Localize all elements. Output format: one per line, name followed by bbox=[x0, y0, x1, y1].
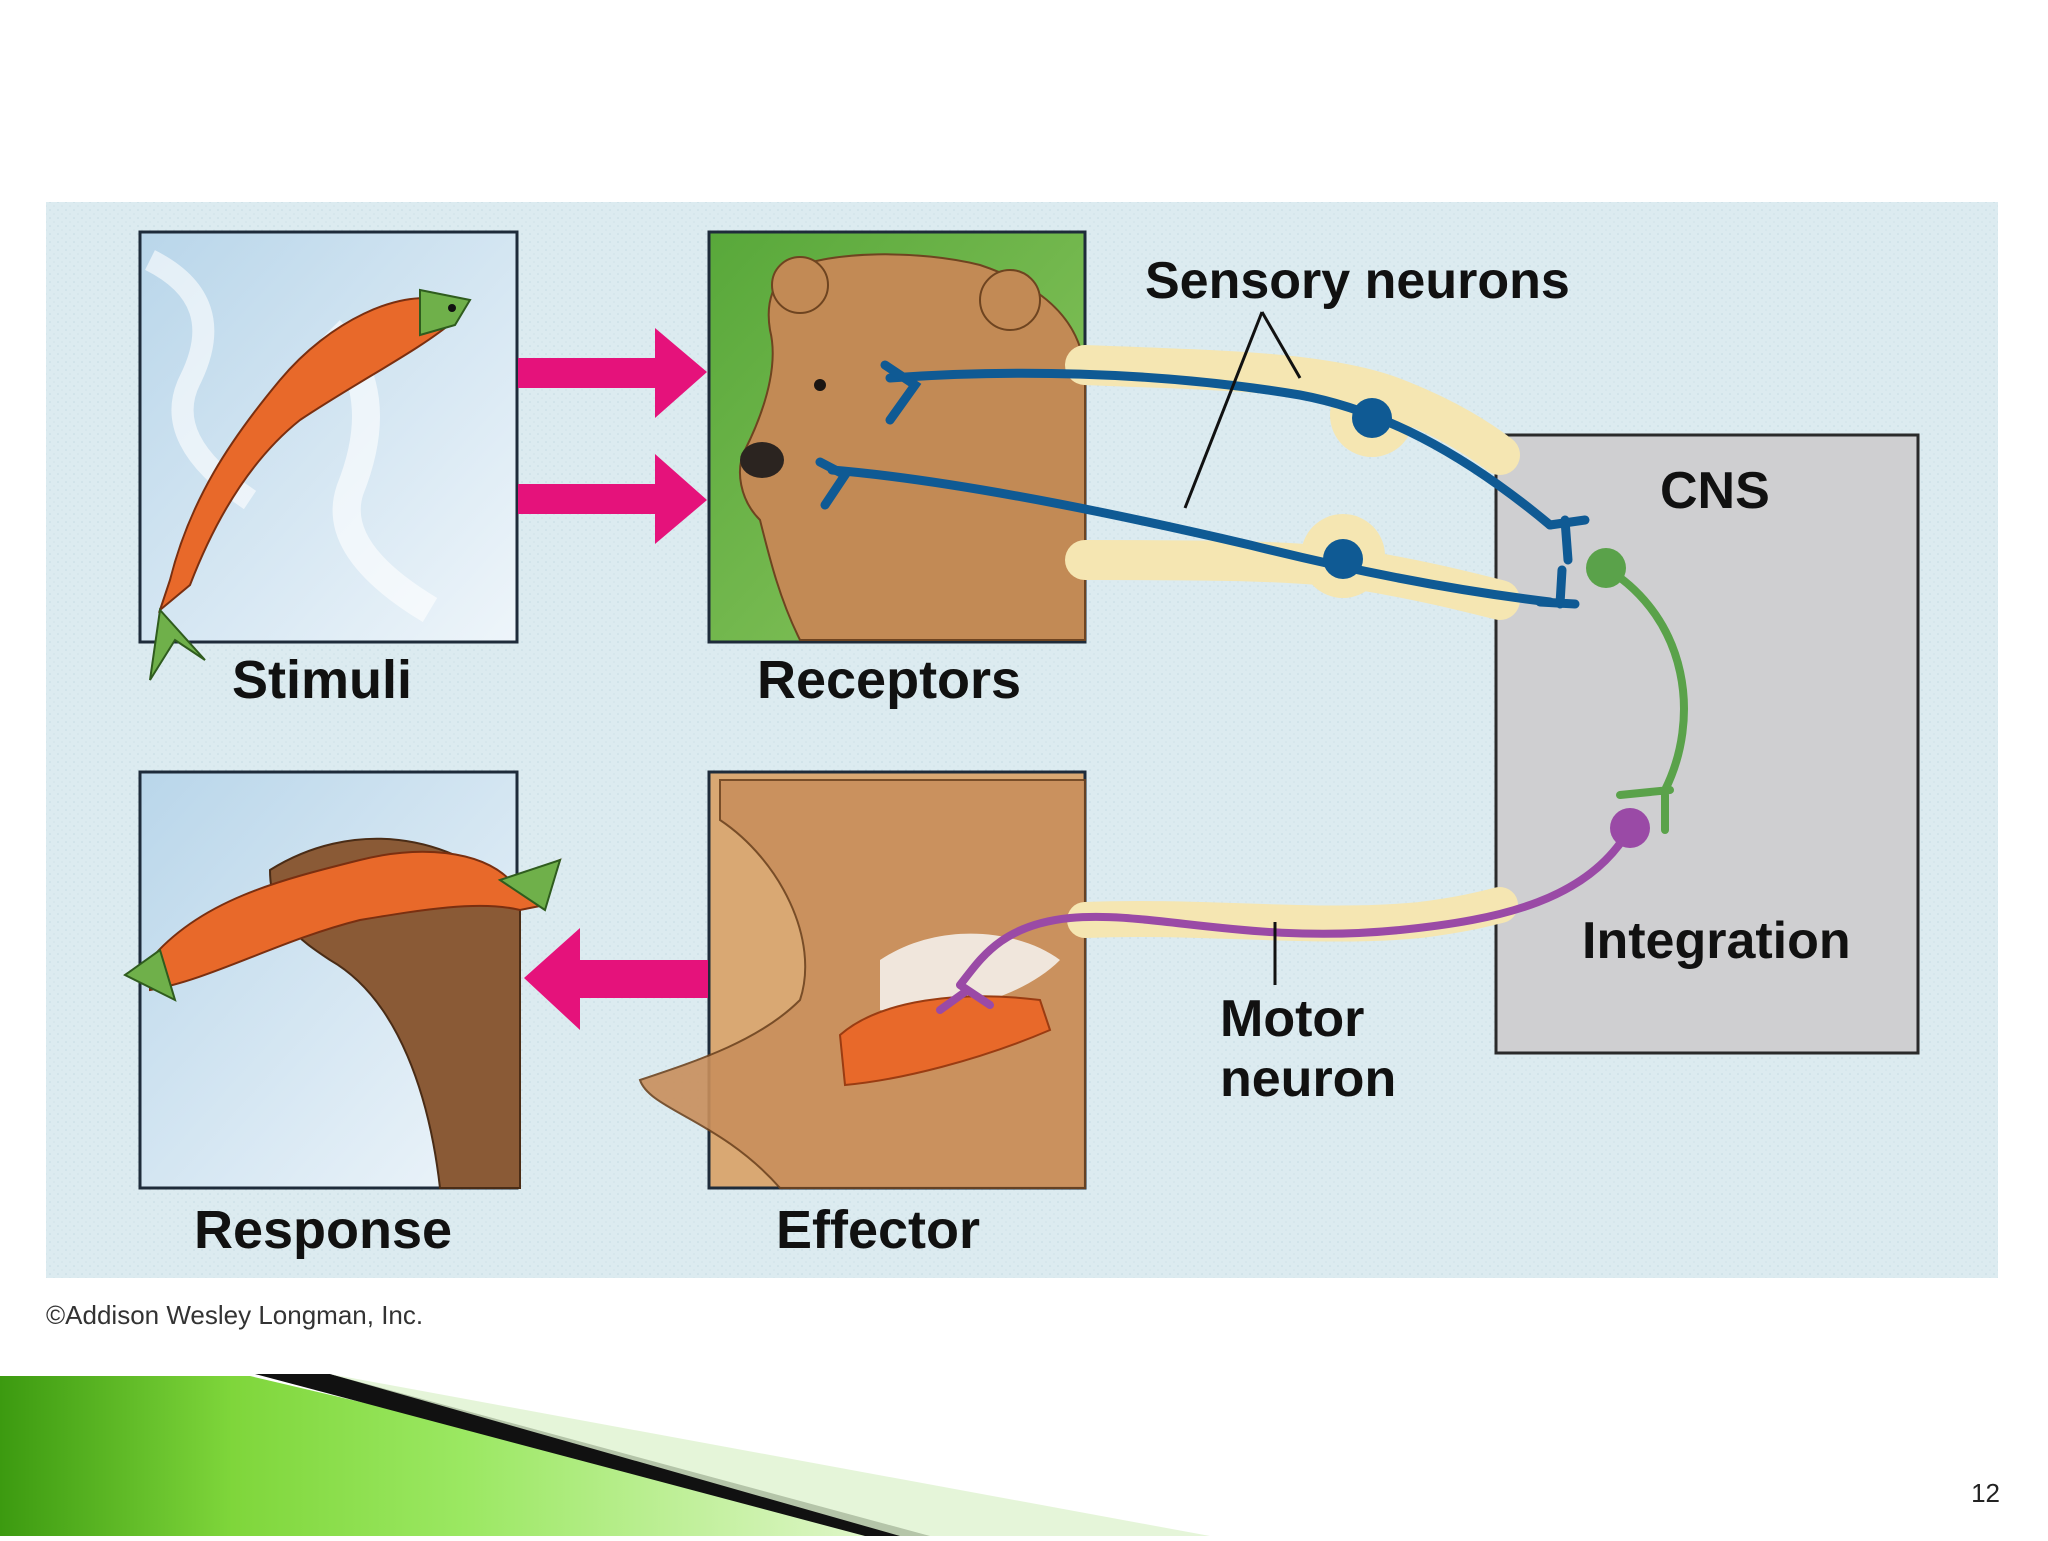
sensory-cell-body-2 bbox=[1323, 539, 1363, 579]
label-motor-neuron-line2: neuron bbox=[1220, 1050, 1396, 1108]
stimulus-arrow-1 bbox=[518, 328, 707, 418]
salmon-leaping-icon bbox=[149, 288, 472, 681]
label-response: Response bbox=[194, 1200, 452, 1260]
label-sensory-neurons: Sensory neurons bbox=[1145, 252, 1570, 310]
footer-decoration bbox=[0, 1374, 1210, 1536]
sensory-neurons-pointers bbox=[1183, 311, 1302, 509]
copyright-text: ©Addison Wesley Longman, Inc. bbox=[46, 1300, 424, 1330]
label-motor-neuron-line1: Motor bbox=[1220, 990, 1364, 1048]
label-receptors: Receptors bbox=[757, 650, 1021, 710]
label-effector: Effector bbox=[776, 1200, 980, 1260]
interneuron bbox=[1602, 564, 1688, 834]
sensory-neurons bbox=[815, 360, 1590, 609]
response-panel bbox=[123, 770, 562, 1190]
label-stimuli: Stimuli bbox=[232, 650, 412, 710]
stimulus-arrows bbox=[518, 328, 707, 544]
effector-panel bbox=[638, 770, 1087, 1190]
motor-neuron bbox=[936, 824, 1634, 1014]
label-integration: Integration bbox=[1582, 912, 1851, 970]
response-arrow bbox=[524, 928, 708, 1030]
sensory-cell-body-1 bbox=[1352, 398, 1392, 438]
stimulus-arrow-2 bbox=[518, 454, 707, 544]
stimuli-panel bbox=[138, 230, 519, 681]
bear-head-icon bbox=[739, 253, 1086, 641]
page-number: 12 bbox=[1971, 1478, 2000, 1508]
receptors-panel bbox=[707, 230, 1087, 644]
bear-arm-muscle-icon bbox=[638, 779, 1086, 1189]
bear-catching-salmon-icon bbox=[123, 837, 562, 1189]
label-cns: CNS bbox=[1660, 462, 1770, 520]
